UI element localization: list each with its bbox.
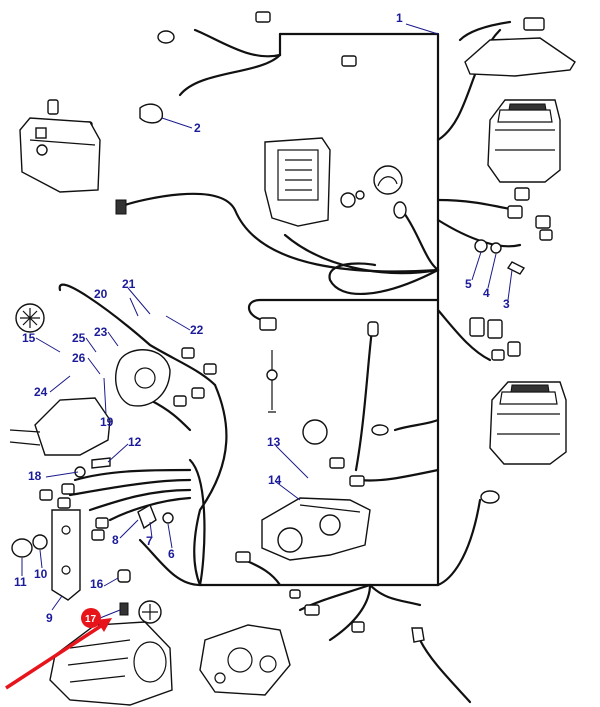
part-3 (506, 261, 526, 275)
connectors (39, 11, 553, 633)
reservoir-tank (19, 117, 101, 193)
connector (349, 475, 365, 487)
clip-part-2 (139, 103, 164, 124)
connector (91, 529, 105, 541)
callout-17-badge (81, 608, 101, 628)
callout-3: 3 (503, 297, 510, 311)
components (9, 37, 576, 706)
housing (114, 349, 171, 407)
connector (61, 483, 75, 495)
callout-19: 19 (100, 415, 114, 429)
callout-14: 14 (268, 473, 282, 487)
connector (255, 11, 271, 23)
connector (173, 395, 187, 407)
connector (39, 489, 53, 501)
callout-16: 16 (90, 577, 104, 591)
callout-7: 7 (146, 534, 153, 548)
connector (351, 621, 365, 633)
bolt-part-12 (91, 457, 111, 469)
connector (47, 99, 59, 115)
callout-22: 22 (190, 323, 204, 337)
sensor-part-17 (119, 602, 129, 616)
connector (491, 349, 505, 361)
connector (507, 341, 521, 357)
cab-illustration-bottom (489, 381, 567, 465)
sensor (115, 199, 127, 215)
main-harness (58, 20, 522, 642)
symbol-icon (373, 165, 403, 195)
connector (487, 319, 503, 339)
valve-block (199, 624, 291, 696)
connector (191, 387, 205, 399)
callout-8: 8 (112, 533, 119, 547)
connector (539, 229, 553, 241)
connector (480, 490, 500, 504)
part-16 (117, 569, 131, 583)
callout-11: 11 (14, 575, 27, 589)
callout-21: 21 (122, 277, 136, 291)
clip-part-8 (137, 503, 157, 530)
callout-26: 26 (72, 351, 86, 365)
callout-6: 6 (168, 547, 175, 561)
grommet-part-10 (32, 534, 48, 550)
connector (329, 457, 345, 469)
leader-lines (21, 23, 513, 619)
connector (523, 17, 545, 31)
transmission-housing (49, 621, 173, 706)
connector (371, 424, 389, 436)
connector (289, 589, 301, 599)
connector (535, 215, 551, 229)
callout-2: 2 (194, 121, 201, 135)
part-4 (490, 242, 502, 254)
bracket-part-9 (51, 509, 81, 601)
cab-illustration-top (487, 99, 561, 183)
callout-25: 25 (72, 331, 86, 345)
connector (341, 55, 357, 67)
callout-9: 9 (46, 611, 53, 625)
callout-4: 4 (483, 286, 490, 300)
connector (203, 363, 217, 375)
callout-15: 15 (22, 331, 36, 345)
callout-20: 20 (94, 287, 108, 301)
connector (235, 551, 251, 563)
control-module (264, 137, 331, 227)
callout-13: 13 (267, 435, 281, 449)
connector (304, 604, 320, 616)
connector (259, 317, 277, 331)
callout-12: 12 (128, 435, 142, 449)
callout-labels: 1 2 3 4 5 6 7 8 9 10 11 12 13 14 15 16 1… (14, 11, 510, 628)
part-6 (162, 512, 174, 524)
connector (514, 187, 530, 201)
callout-23: 23 (94, 325, 108, 339)
connector (57, 497, 71, 509)
connector (469, 317, 485, 337)
symbol-icon (302, 419, 328, 445)
callout-1: 1 (396, 11, 403, 25)
connector (507, 205, 523, 219)
grommet-part-11 (11, 538, 33, 558)
part-5 (474, 239, 488, 253)
connector (181, 347, 195, 359)
callout-24: 24 (34, 385, 48, 399)
connector (393, 201, 407, 219)
callout-5: 5 (465, 277, 472, 291)
connector (95, 517, 109, 529)
panel (464, 37, 576, 77)
callout-17: 17 (85, 614, 97, 625)
connector (157, 30, 175, 44)
gearbox (34, 397, 111, 456)
callout-10: 10 (34, 567, 48, 581)
callout-18: 18 (28, 469, 42, 483)
